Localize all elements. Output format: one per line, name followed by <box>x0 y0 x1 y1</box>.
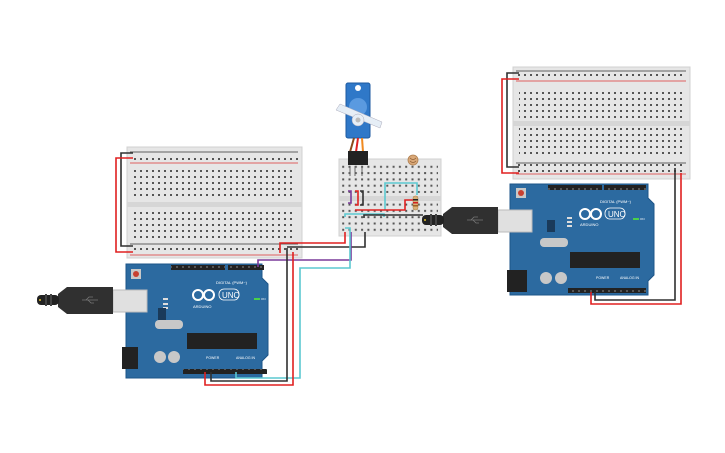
breadboard-small[interactable] <box>338 158 442 237</box>
arduino-logo <box>192 289 215 301</box>
analog-header <box>616 288 646 293</box>
atmega-chip <box>570 252 640 268</box>
digital-header-1 <box>171 265 225 270</box>
on-label: ON <box>640 217 645 221</box>
power-header <box>568 288 616 293</box>
power-label: POWER <box>206 356 220 360</box>
model-label: UNO <box>608 210 626 219</box>
power-label: POWER <box>596 276 610 280</box>
digital-header-1 <box>548 185 602 190</box>
analog-header <box>231 369 267 374</box>
wires-right-rails <box>501 72 682 305</box>
digital-header-2 <box>604 185 646 190</box>
arduino-uno-right[interactable]: DIGITAL (PWM~) ARDUINO UNO ON POWER ANAL… <box>507 183 655 296</box>
digital-label: DIGITAL (PWM~) <box>600 199 632 204</box>
usb-icon <box>467 216 483 224</box>
analog-label: ANALOG IN <box>236 356 256 360</box>
servo-horn <box>335 103 383 129</box>
breadboard-left[interactable] <box>126 146 303 259</box>
dc-jack <box>507 270 527 292</box>
wires-left-rails <box>115 152 133 253</box>
digital-header-2 <box>228 265 264 270</box>
model-label: UNO <box>222 291 240 300</box>
servo-cable <box>349 137 364 153</box>
arduino-logo <box>579 208 602 220</box>
wires-small-breadboard <box>344 166 423 218</box>
power-led <box>633 218 639 220</box>
usb-cable-right[interactable] <box>422 207 533 234</box>
atmega-chip <box>187 333 257 349</box>
brand-label: ARDUINO <box>193 304 211 309</box>
power-header <box>183 369 231 374</box>
usb-icon <box>82 296 98 304</box>
digital-label: DIGITAL (PWM~) <box>216 280 248 285</box>
usb-cable-left[interactable] <box>37 287 148 314</box>
resistor[interactable] <box>412 195 419 211</box>
power-led <box>254 298 260 300</box>
photoresistor[interactable] <box>407 154 419 166</box>
wires-left-to-small <box>204 227 366 386</box>
servo-motor[interactable] <box>335 82 383 165</box>
brand-label: ARDUINO <box>580 222 598 227</box>
breadboard-right[interactable] <box>512 66 691 180</box>
arduino-uno-left[interactable]: DIGITAL (PWM~) ARDUINO UNO ON POWER ANAL… <box>122 263 269 379</box>
servo-connector <box>348 151 368 165</box>
on-label: ON <box>261 297 266 301</box>
dc-jack <box>122 347 138 369</box>
analog-label: ANALOG IN <box>620 276 640 280</box>
